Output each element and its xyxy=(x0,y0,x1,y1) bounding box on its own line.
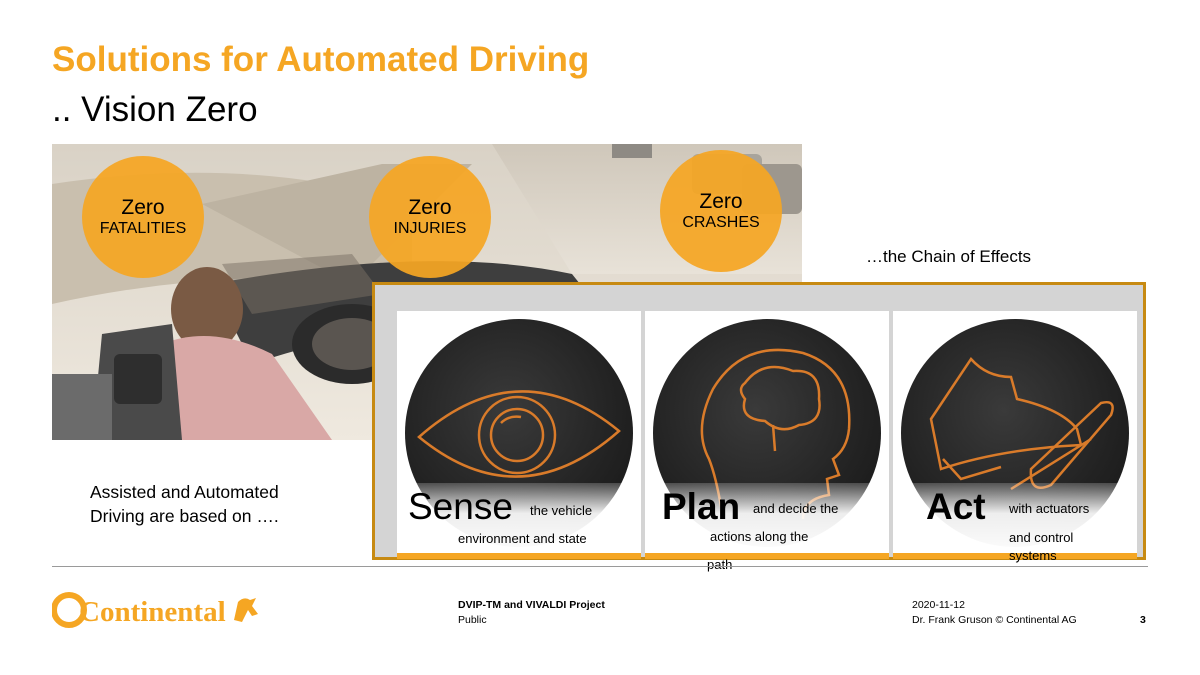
plan-accent-bar xyxy=(645,553,889,559)
act-fade xyxy=(893,483,1137,559)
act-desc-line1: with actuators xyxy=(1009,501,1090,516)
sense-desc-line2: environment and state xyxy=(458,531,587,546)
continental-logo: Continental xyxy=(51,590,262,635)
sense-desc-line1: the vehicle xyxy=(530,503,593,518)
footer-author: Dr. Frank Gruson © Continental AG xyxy=(912,614,1077,626)
zero-fatalities-circle: Zero FATALITIES xyxy=(82,156,204,278)
zero-injuries-label: INJURIES xyxy=(393,219,467,237)
plan-desc-line2: actions along the xyxy=(710,529,809,544)
act-panel xyxy=(893,311,1137,559)
plan-desc-line1: and decide the xyxy=(753,501,839,516)
zero-crashes-circle: Zero CRASHES xyxy=(660,150,782,272)
sense-word: Sense xyxy=(408,486,513,527)
zero-fatalities-label: FATALITIES xyxy=(99,219,187,237)
horse-icon xyxy=(234,598,258,622)
plan-desc-line3: path xyxy=(707,557,733,572)
sense-panel xyxy=(397,311,641,559)
plan-panel xyxy=(645,311,889,559)
slide-title: Solutions for Automated Driving xyxy=(52,40,590,79)
act-desc-line2: and control xyxy=(1009,530,1074,545)
zero-crashes-label: CRASHES xyxy=(682,213,760,231)
footer-classification: Public xyxy=(458,614,487,626)
eye-icon xyxy=(417,390,621,478)
zero-fatalities-word: Zero xyxy=(121,195,165,219)
act-desc-line3: systems xyxy=(1009,548,1057,563)
continental-logo-text: Continental xyxy=(79,596,226,628)
slide-subtitle: .. Vision Zero xyxy=(52,90,258,129)
zero-injuries-word: Zero xyxy=(408,195,452,219)
page-number: 3 xyxy=(1140,614,1146,626)
plan-word: Plan xyxy=(662,486,741,527)
sense-fade xyxy=(397,483,641,559)
shoe-icon xyxy=(929,356,1114,491)
footer-date: 2020-11-12 xyxy=(912,599,965,611)
head-icon xyxy=(700,348,851,520)
sense-accent-bar xyxy=(397,553,641,559)
footer-divider xyxy=(52,566,1148,567)
assisted-driving-text: Assisted and Automated Driving are based… xyxy=(90,482,279,526)
chain-of-effects-label: …the Chain of Effects xyxy=(866,247,1032,266)
plan-fade xyxy=(645,483,889,559)
continental-logo-graphic: Continental xyxy=(51,592,258,628)
footer-project: DVIP-TM and VIVALDI Project xyxy=(458,599,605,611)
zero-crashes-word: Zero xyxy=(699,189,743,213)
zero-injuries-circle: Zero INJURIES xyxy=(369,156,491,278)
act-word: Act xyxy=(926,486,986,527)
act-accent-bar xyxy=(893,553,1137,559)
chain-of-effects-box xyxy=(372,282,1146,560)
